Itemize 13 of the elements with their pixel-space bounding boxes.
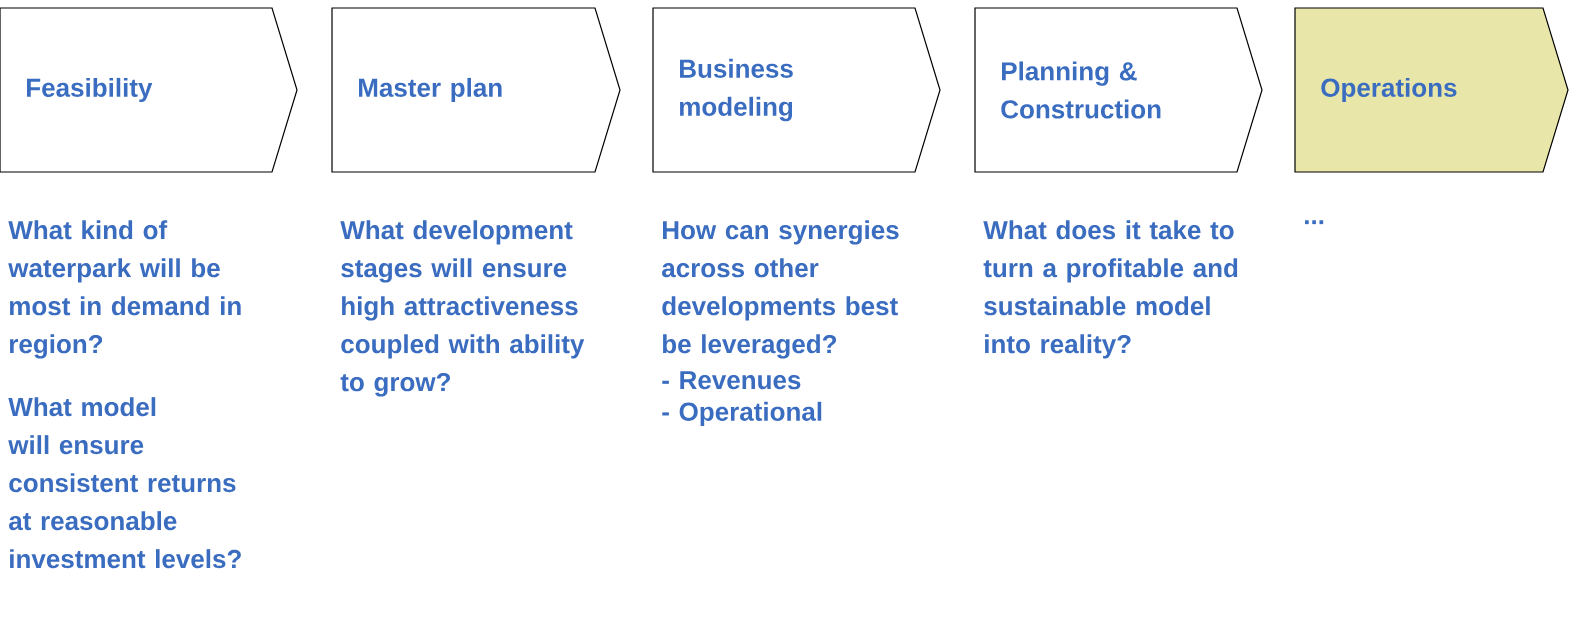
chevron-box: Planning & Construction xyxy=(974,7,1263,173)
question-text: - Operational xyxy=(662,401,822,427)
chevron-box: Feasibility xyxy=(0,7,298,173)
chevron-box: Master plan xyxy=(331,7,621,173)
question-text: ... xyxy=(1305,220,1324,225)
question-text: What does it take to turn a profitable and sustainable model into reality? xyxy=(983,220,1238,359)
chevron-box: Business modeling xyxy=(652,7,941,173)
chevron-box: Operations xyxy=(1294,7,1569,173)
question-text: What kind of waterpark will be most in demand in region? xyxy=(8,220,241,359)
question-text: What model will ensure consistent returns at reasonable investment levels? xyxy=(8,397,241,569)
question-text: - Revenues xyxy=(662,371,801,390)
question-text: What development stages will ensure high attractiveness coupled with ability to grow? xyxy=(340,220,585,397)
question-text: How can synergies across other developments best be leveraged? xyxy=(662,220,899,359)
